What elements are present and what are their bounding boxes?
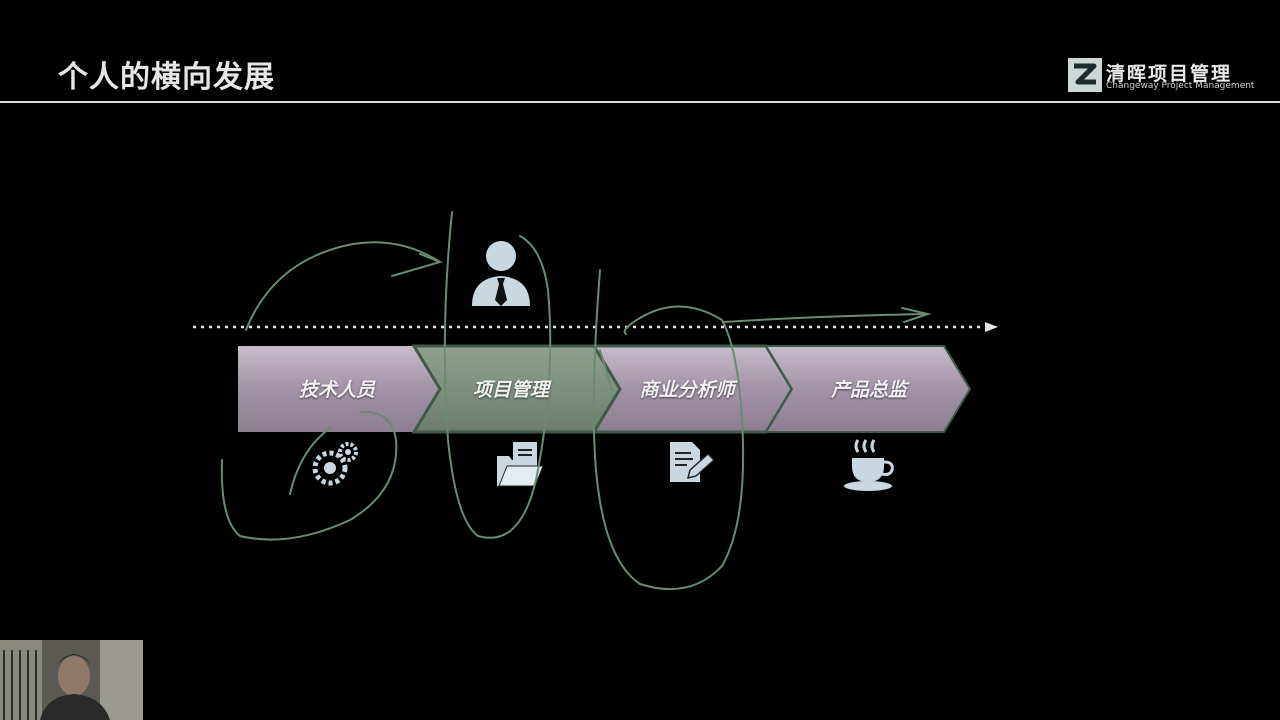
header-divider (0, 101, 1280, 103)
chevron-stage-1 (238, 346, 440, 432)
gears-icon (312, 442, 358, 486)
presenter-webcam (0, 640, 143, 720)
stage-label-business-analyst: 商业分析师 (639, 379, 735, 401)
stage-label-technical: 技术人员 (298, 379, 375, 401)
logo-name: 清晖项目管理 (1106, 63, 1233, 85)
company-logo: 清晖项目管理 Changeway Project Management (1068, 58, 1254, 94)
businessman-icon (472, 241, 530, 306)
slide-title: 个人的横向发展 (58, 60, 275, 95)
logo-subtitle: Changeway Project Management (1106, 81, 1255, 91)
coffee-cup-icon (844, 439, 894, 491)
chevron-stage-4 (764, 345, 972, 433)
stage-label-project-management: 项目管理 (472, 379, 549, 401)
dotted-arrow (193, 322, 998, 332)
annotation-strokes (220, 211, 932, 591)
document-pen-icon (670, 442, 716, 482)
stage-label-product-director: 产品总监 (830, 379, 907, 401)
logo-mark-icon (1068, 58, 1102, 92)
folder-icon (497, 442, 544, 487)
